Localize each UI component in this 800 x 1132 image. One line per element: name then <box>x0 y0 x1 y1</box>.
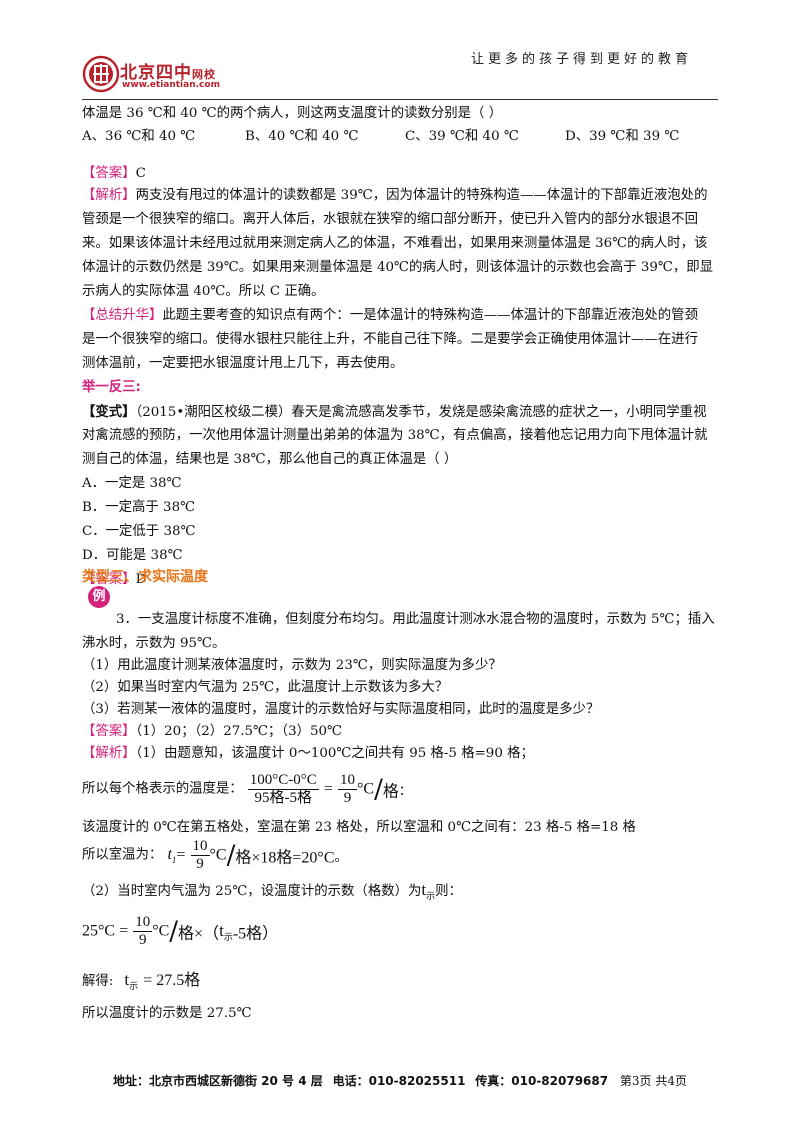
analysis-1-line-2: 管颈是一个很狭窄的缩口。离开人体后，水银就在狭窄的缩口部分断开，使已升入管内的部… <box>82 212 698 227</box>
page-footer: 地址：北京市西城区新德街 20 号 4 层 电话：010-82025511 传真… <box>112 1074 688 1088</box>
formula-solve: 解得: t示 = 27.5格 <box>82 970 201 991</box>
logo-name: 北京四中网校 <box>120 63 216 83</box>
analysis-1-line-3: 来。如果该体温计未经甩过就用来测定病人乙的体温，不难看出，如果用来测量体温是 3… <box>82 236 708 251</box>
example-analysis-part-2: （2）当时室内气温为 25℃，设温度计的示数（格数）为t示则： <box>82 880 462 901</box>
analysis-1-line-5: 示病人的实际体温 40℃。所以 C 正确。 <box>82 284 325 299</box>
sub-question-1: （1）用此温度计测某液体温度时，示数为 23℃，则实际温度为多少？ <box>82 658 502 673</box>
summary-line-2: 是一个很狭窄的缩口。使得水银柱只能往上升，不能自己往下降。二是要学会正确使用体温… <box>82 332 698 347</box>
logo-icon <box>82 55 120 93</box>
example-answer: 【答案】（1）20；（2）27.5℃；（3）50℃ <box>82 724 342 739</box>
variant-heading: 举一反三: <box>82 380 141 395</box>
summary-line-3: 测体温前，一定要把水银温度计甩上几下，再去使用。 <box>82 356 404 371</box>
variant-option-b: B．一定高于 38℃ <box>82 500 196 515</box>
variant-option-a: A．一定是 38℃ <box>82 476 182 491</box>
answer-1: 【答案】C <box>82 166 146 181</box>
analysis-1-line-4: 体温计的示数仍然是 39℃。如果用来测量体温是 40℃的病人时，则该体温计的示数… <box>82 260 714 275</box>
example-analysis-zero-point: 该温度计的 0℃在第五格处，室温在第 23 格处，所以室温和 0℃之间有：23 … <box>82 820 636 835</box>
question-stem-tail: 体温是 36 ℃和 40 ℃的两个病人，则这两支温度计的读数分别是（ ） <box>82 106 503 121</box>
option-d: D、39 ℃和 39 ℃ <box>565 129 680 144</box>
logo-url: www.etiantian.com <box>122 80 220 90</box>
example-final-line: 所以温度计的示数是 27.5℃ <box>82 1006 252 1021</box>
variant-option-d: D．可能是 38℃ <box>82 548 183 563</box>
variant-answer: 【答案】D <box>82 572 147 587</box>
header-slogan: 让更多的孩子得到更好的教育 <box>470 52 692 67</box>
option-b: B、40 ℃和 40 ℃ <box>245 129 359 144</box>
summary-line-1: 【总结升华】此题主要考查的知识点有两个：一是体温计的特殊构造——体温计的下部靠近… <box>82 308 698 323</box>
example-analysis-line-1: 【解析】（1）由题意知，该温度计 0～100℃之间共有 95 格-5 格=90 … <box>82 746 534 761</box>
analysis-1-line-1: 【解析】两支没有甩过的体温计的读数都是 39℃，因为体温计的特殊构造——体温计的… <box>82 188 708 203</box>
example-badge: 例 <box>88 586 110 608</box>
sub-question-3: （3）若测某一液体的温度时，温度计的示数恰好与实际温度相同，此时的温度是多少？ <box>82 702 600 717</box>
example-stem-line-2: 沸水时，示数为 95℃。 <box>82 636 226 651</box>
variant-line-3: 测自己的体温，结果也是 38℃，那么他自己的真正体温是（ ） <box>82 452 458 467</box>
section-3-title: 类型三、求实际温度 <box>82 569 208 585</box>
variant-line-1: 【变式】（2015•潮阳区校级二模）春天是禽流感高发季节，发烧是感染禽流感的症状… <box>82 404 707 420</box>
variant-option-c: C．一定低于 38℃ <box>82 524 196 539</box>
sub-question-2: （2）如果当时室内气温为 25℃，此温度计上示数该为多大？ <box>82 680 449 695</box>
variant-line-2: 对禽流感的预防，一次他用体温计测量出弟弟的体温为 38℃，有点偏高，接着他忘记用… <box>82 428 708 443</box>
option-c: C、39 ℃和 40 ℃ <box>405 129 519 144</box>
example-stem-line-1: 3．一支温度计标度不准确，但刻度分布均匀。用此温度计测冰水混合物的温度时，示数为… <box>116 612 715 627</box>
option-a: A、36 ℃和 40 ℃ <box>82 129 196 144</box>
header-divider <box>82 99 718 100</box>
